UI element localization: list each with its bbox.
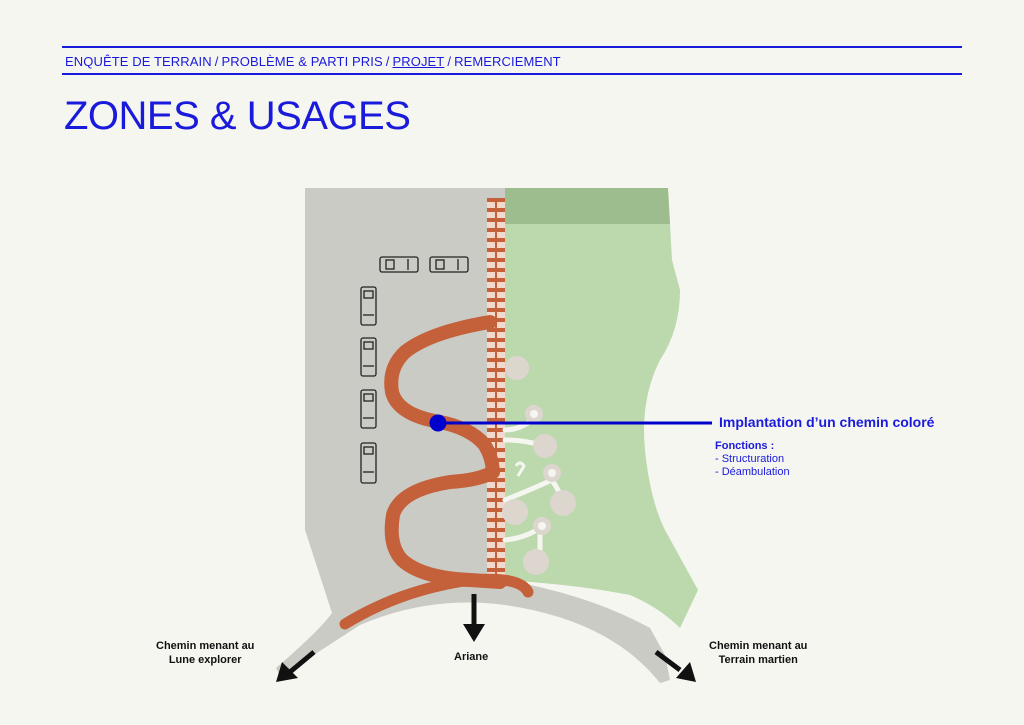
car-icon xyxy=(360,286,377,326)
destination-line: Chemin menant au xyxy=(156,640,255,652)
functions-heading: Fonctions : xyxy=(715,440,775,452)
callout-title: Implantation d’un chemin coloré xyxy=(719,414,935,430)
arrow-right-icon xyxy=(654,650,696,682)
car-icon xyxy=(360,389,377,429)
green-zone-band xyxy=(505,188,670,224)
park-furniture xyxy=(502,356,576,575)
nav-separator: / xyxy=(214,54,219,69)
destination-label-lune: Chemin menant au Lune explorer xyxy=(156,639,254,667)
arrow-left-icon xyxy=(276,650,316,682)
car-icon xyxy=(360,337,377,377)
destination-label-terrain: Chemin menant au Terrain martien xyxy=(709,639,807,667)
car-icon xyxy=(360,442,377,484)
car-icon xyxy=(429,256,469,273)
callout-marker[interactable] xyxy=(429,414,447,432)
nav-separator: / xyxy=(385,54,390,69)
destination-line: Lune explorer xyxy=(168,654,242,666)
nav-item-probleme[interactable]: PROBLÈME & PARTI PRIS xyxy=(221,54,383,69)
functions-list: Fonctions : - Structuration - Déambulati… xyxy=(715,440,790,479)
green-zone xyxy=(505,188,698,628)
destination-label-ariane: Ariane xyxy=(454,651,489,663)
nav-separator: / xyxy=(447,54,452,69)
function-item: - Déambulation xyxy=(715,466,790,478)
car-icon xyxy=(379,256,419,273)
arrow-down-icon xyxy=(463,594,485,642)
destination-line: Terrain martien xyxy=(718,654,798,666)
header-rule-top xyxy=(62,46,962,48)
striped-boundary xyxy=(487,198,505,588)
function-item: - Structuration xyxy=(715,453,785,465)
breadcrumb-nav: ENQUÊTE DE TERRAIN/PROBLÈME & PARTI PRIS… xyxy=(65,54,561,70)
destination-line: Chemin menant au xyxy=(709,640,808,652)
nav-item-enquete[interactable]: ENQUÊTE DE TERRAIN xyxy=(65,54,212,69)
header-rule-bottom xyxy=(62,73,962,75)
nav-item-projet[interactable]: PROJET xyxy=(392,54,445,69)
colored-path xyxy=(339,315,534,630)
parked-cars xyxy=(360,256,469,484)
nav-item-remerciement[interactable]: REMERCIEMENT xyxy=(454,54,561,69)
page-title: ZONES & USAGES xyxy=(64,94,411,138)
